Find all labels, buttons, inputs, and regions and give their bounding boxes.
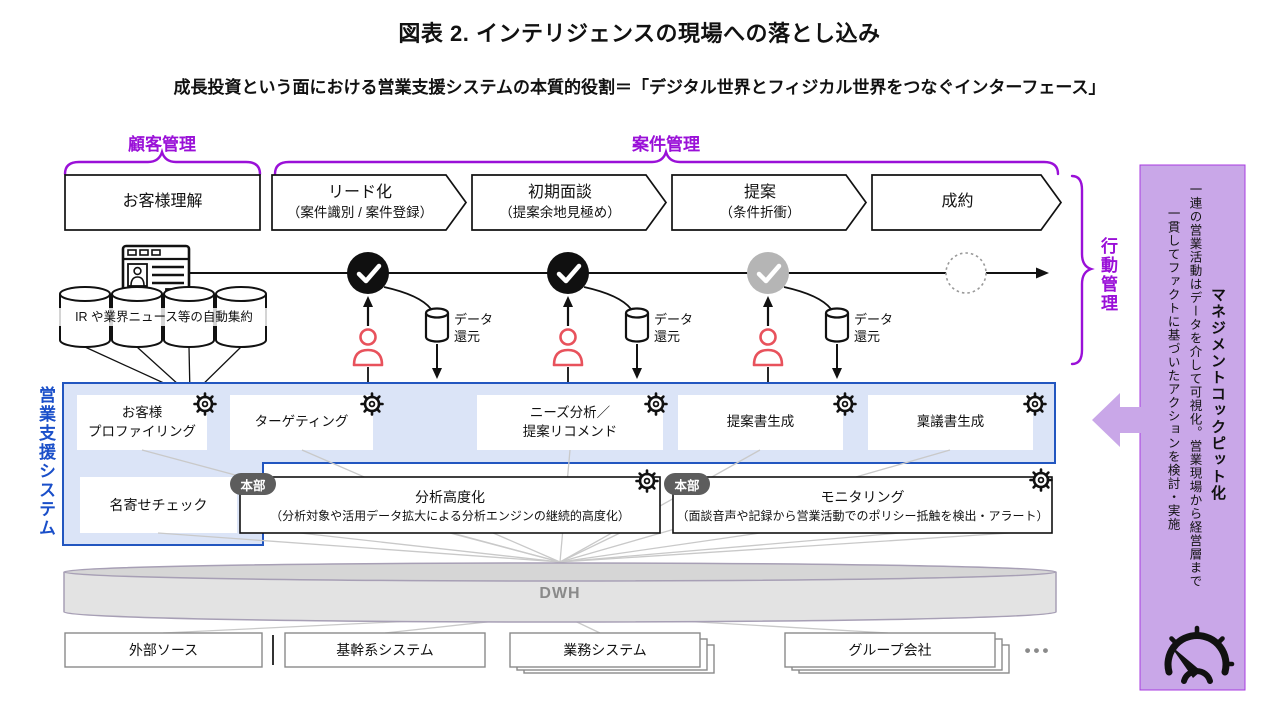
system-box-shapes [77, 395, 1033, 533]
behavior-mgmt-label: 行動管理 [1098, 237, 1117, 313]
system-box-profiling: お客様 プロファイリング [77, 395, 207, 450]
management-cockpit-desc-2: 一貫してファクトに基づいたアクションを検討・実施 [1165, 207, 1180, 531]
case-mgmt-brace [273, 147, 1060, 176]
stage-sublabel: （提案余地見極め） [499, 205, 621, 221]
stage-chevron-meeting [471, 174, 668, 231]
system-box-ringi-gen: 稟議書生成 [868, 395, 1033, 450]
stage-label: 成約 [941, 193, 974, 211]
data-return-label: データ 還元 [854, 312, 894, 344]
stage-lead: リード化 （案件識別 / 案件登録） [272, 175, 448, 230]
milestone-done-muted [747, 252, 789, 294]
analysis-subtitle: （分析対象や活用データ拡大による分析エンジンの継続的高度化） [270, 508, 630, 523]
salesperson-icon [352, 328, 384, 367]
management-cockpit-title: マネジメントコックピット化 [1209, 287, 1226, 502]
data-return-label: データ 還元 [654, 312, 694, 344]
page-title: 図表 2. インテリジェンスの現場への落とし込み [398, 21, 881, 46]
source-business-systems: 業務システム [563, 642, 647, 658]
stage-proposal: 提案 （条件折衝） [672, 175, 848, 230]
ir-auto-aggregation-note: IR や業界ニュース等の自動集約 [56, 308, 272, 326]
source-core-systems: 基幹系システム [336, 642, 434, 658]
page-subtitle: 成長投資という面における営業支援システムの本質的役割＝「デジタル世界とフィジカル… [173, 77, 1106, 97]
box-label: ターゲティング [254, 414, 349, 430]
box-label: 提案書生成 [726, 414, 795, 430]
stage-close: 成約 [872, 175, 1043, 230]
ir-cylinders [59, 286, 267, 396]
management-cockpit-desc-1: 一連の営業活動はデータを介して可視化。営業現場から経営層まで [1187, 183, 1202, 588]
gauge-icon [1164, 625, 1235, 684]
source-external: 外部ソース [128, 642, 199, 658]
flow-stage-shapes [64, 174, 1063, 231]
timeline [190, 267, 1049, 279]
stage-chevron-proposal [671, 174, 868, 231]
stage-label: お客様理解 [122, 193, 203, 211]
data-return-label: データ 還元 [454, 312, 494, 344]
checkpoint-columns [352, 286, 850, 394]
stage-sublabel: （案件識別 / 案件登録） [286, 205, 434, 221]
monitoring-subtitle: （面談音声や記録から営業活動でのポリシー抵触を検出・アラート） [676, 508, 1049, 523]
salesperson-icon [752, 328, 784, 367]
case-mgmt-label: 案件管理 [632, 134, 700, 154]
stage-understanding: お客様理解 [65, 175, 260, 230]
customer-mgmt-brace [63, 147, 262, 176]
monitoring-box-shape [672, 476, 1053, 534]
box-label: プロファイリング [88, 423, 196, 439]
stage-meeting: 初期面談 （提案余地見極め） [472, 175, 648, 230]
behavior-mgmt-brace [1070, 174, 1095, 366]
stage-label: 提案 [743, 184, 776, 202]
analysis-box-shape [239, 476, 661, 534]
name-check-box: 名寄せチェック [109, 496, 208, 513]
sales-system-label: 営業支援システム [36, 386, 55, 538]
browser-profile-icon [121, 244, 191, 303]
stage-chevron-lead [271, 174, 468, 231]
dwh-cylinder [63, 562, 1057, 623]
stage-label: リード化 [327, 184, 392, 202]
analysis-title: 分析高度化 [415, 488, 485, 505]
management-cockpit-panel: マネジメントコックピット化 一連の営業活動はデータを介して可視化。営業現場から経… [1142, 167, 1243, 672]
system-box-needs-analysis: ニーズ分析／ 提案リコメンド [477, 395, 663, 450]
milestone-done-2 [547, 252, 589, 294]
box-label: 稟議書生成 [916, 414, 985, 430]
monitoring-box: モニタリング （面談音声や記録から営業活動でのポリシー抵触を検出・アラート） [676, 479, 1049, 531]
stage-sublabel: （条件折衝） [719, 205, 801, 221]
box-label: ニーズ分析／ [529, 405, 611, 421]
dwh-label: DWH [539, 585, 581, 602]
hq-badge: 本部 [230, 473, 276, 495]
system-box-proposal-gen: 提案書生成 [678, 395, 843, 450]
hq-badge: 本部 [664, 473, 710, 495]
source-box-shapes [64, 632, 1010, 674]
milestone-pending [945, 252, 987, 294]
source-group-companies: グループ会社 [848, 642, 932, 658]
data-cylinder-icon [424, 307, 450, 343]
analysis-box: 分析高度化 （分析対象や活用データ拡大による分析エンジンの継続的高度化） [245, 479, 655, 531]
salesperson-icon [552, 328, 584, 367]
milestone-done-1 [347, 252, 389, 294]
data-cylinder-icon [824, 307, 850, 343]
data-cylinder-icon [624, 307, 650, 343]
box-label: お客様 [121, 405, 163, 421]
left-arrow [1092, 393, 1142, 447]
system-box-targeting: ターゲティング [230, 395, 373, 450]
stage-box-understanding [64, 174, 261, 231]
box-label: 提案リコメンド [522, 423, 618, 439]
stage-chevron-close [871, 174, 1063, 231]
customer-mgmt-label: 顧客管理 [128, 134, 196, 154]
monitoring-title: モニタリング [820, 488, 905, 505]
stage-label: 初期面談 [527, 184, 592, 202]
timeline-arrowhead [1036, 267, 1049, 279]
more-sources-ellipsis: ••• [1024, 641, 1052, 660]
